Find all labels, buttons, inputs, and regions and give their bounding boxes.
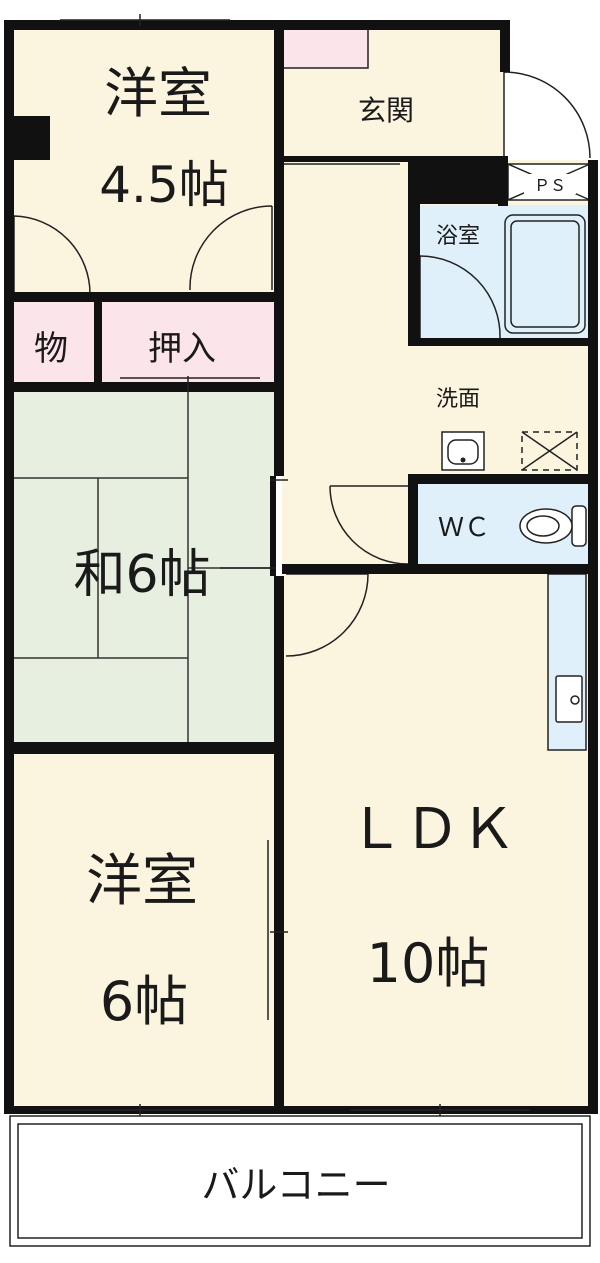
fixtures [441, 214, 587, 547]
wc-label: ＷＣ [438, 513, 490, 543]
closet-label: 押入 [148, 329, 216, 369]
sliding-doors [40, 14, 530, 1120]
bathtub-icon [504, 214, 586, 334]
shoe-cabinet [281, 27, 369, 69]
balcony-label: バルコニー [201, 1163, 390, 1207]
japanese-room-label: 和6帖 [73, 545, 210, 605]
western-room-large-floor [12, 752, 276, 1108]
genkan-label: 玄関 [358, 94, 414, 127]
storage-floor [12, 300, 94, 382]
balcony [9, 1115, 591, 1247]
kitchen-counter [547, 573, 587, 751]
ldk-floor [282, 570, 590, 1108]
ldk-size: 10帖 [367, 932, 490, 995]
kitchen-sink [555, 675, 583, 723]
western-room-small-name: 洋室 [104, 62, 212, 125]
storage-label: 物 [34, 329, 68, 369]
ldk-label: ＬＤＫ [348, 797, 516, 862]
ps-box: ＰＳ [507, 163, 591, 201]
room-labels: 洋室 4.5帖 玄関 浴室 物 押入 洗面 ＷＣ 和6帖 洋室 6帖 ＬＤＫ 1… [34, 62, 516, 1207]
toilet-icon [519, 505, 587, 547]
ps-label: ＰＳ [534, 176, 566, 195]
sink-drain [570, 695, 580, 705]
washroom-label: 洗面 [436, 387, 480, 412]
closet-floor [100, 300, 276, 382]
walls [4, 20, 598, 1114]
western-room-large-size: 6帖 [100, 970, 188, 1033]
bath-label: 浴室 [436, 224, 480, 249]
western-room-small-floor [12, 28, 276, 296]
western-room-large-name: 洋室 [86, 849, 198, 914]
washer-space-icon [521, 431, 578, 471]
western-room-small-size: 4.5帖 [99, 156, 229, 214]
tatami-floor [12, 390, 276, 744]
